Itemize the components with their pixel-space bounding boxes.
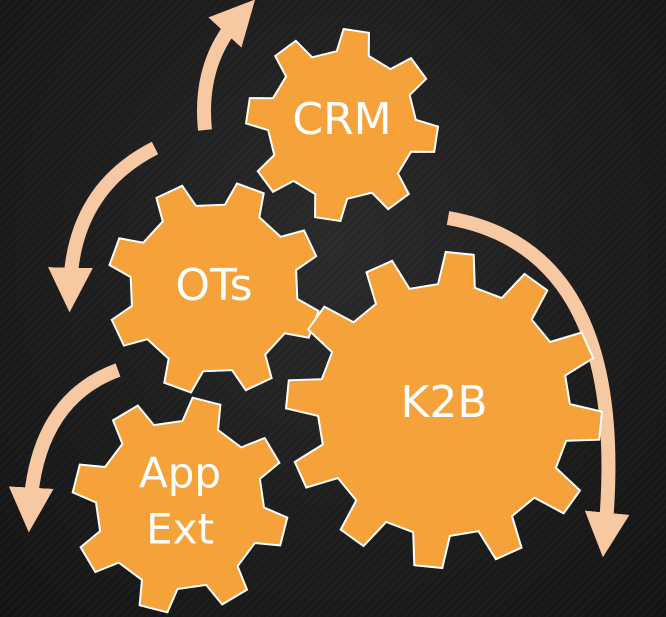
gear-k2b (284, 250, 604, 570)
gear-label-k2b: K2B (400, 377, 487, 428)
gear-appext (71, 396, 289, 614)
gear-crm (244, 27, 440, 223)
arrow-appext-down (8, 363, 121, 533)
gear-ots (108, 182, 320, 394)
arrow-ots-down (48, 141, 159, 313)
gear-label-crm: CRM (292, 94, 391, 145)
gear-label-appext-line1: App (139, 449, 221, 498)
arrow-crm-up (197, 0, 256, 131)
arrow-k2b-right (446, 211, 630, 558)
gear-label-appext-line2: Ext (146, 505, 214, 554)
gear-label-ots: OTs (175, 260, 252, 311)
